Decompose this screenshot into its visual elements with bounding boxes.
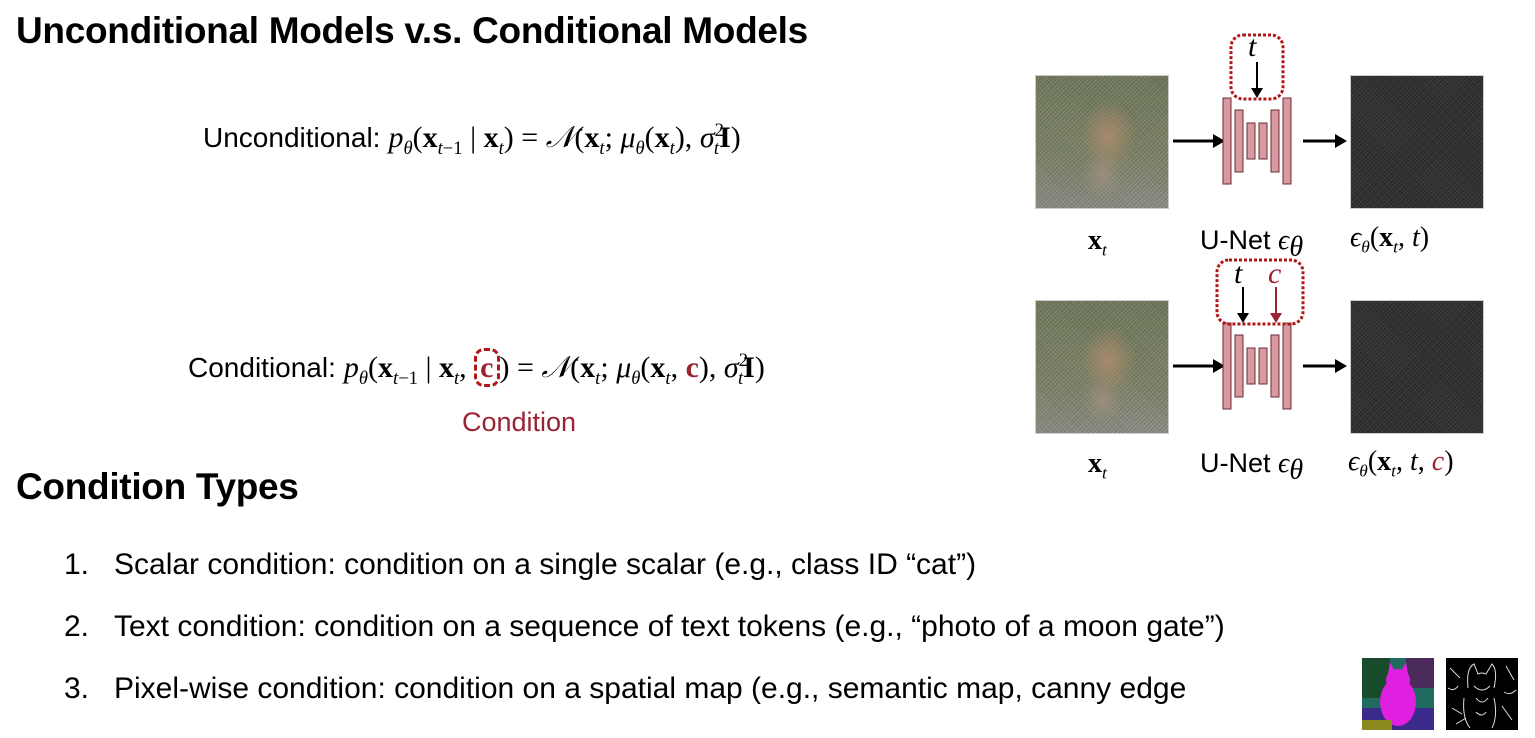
input-label-bottom: xt <box>1088 448 1107 483</box>
input-arrowhead <box>1213 134 1225 148</box>
unconditional-label: Unconditional: <box>203 122 381 153</box>
list-item-text: Pixel-wise condition: condition on a spa… <box>114 672 1187 705</box>
time-arrowhead <box>1251 88 1263 98</box>
condition-label: Condition <box>462 407 577 437</box>
condition-highlight-box: c <box>474 348 500 387</box>
noisy-cat-image <box>1035 75 1169 209</box>
semantic-map-thumbnail <box>1362 658 1434 730</box>
noise-image <box>1350 75 1484 209</box>
unet-icon <box>1222 97 1292 185</box>
conditional-formula: pθ(xt−1 | xt, c) = 𝒩(xt; μθ(xt, c), σ2tI… <box>343 348 765 389</box>
time-arrowhead <box>1237 313 1249 323</box>
unet-diagram-top <box>1173 33 1347 185</box>
list-item: 3. Pixel-wise condition: condition on a s… <box>64 672 1186 706</box>
list-item: 1. Scalar condition: condition on a singl… <box>64 548 976 582</box>
time-symbol-bottom: t <box>1234 257 1243 290</box>
conditional-label: Conditional: <box>188 352 336 383</box>
conditional-equation: Conditional: pθ(xt−1 | xt, c) = 𝒩(xt; μθ… <box>188 348 765 390</box>
noisy-cat-image-conditional <box>1035 300 1169 434</box>
list-item: 2. Text condition: condition on a sequenc… <box>64 610 1225 644</box>
condition-symbol-bottom: c <box>1268 257 1282 290</box>
unconditional-formula: pθ(xt−1 | xt) = 𝒩(xt; μθ(xt), σ2tI) <box>388 120 741 159</box>
list-item-text: Scalar condition: condition on a single … <box>114 548 977 581</box>
unet-label-top: U-Net ϵθ <box>1200 225 1304 263</box>
list-item-text: Text condition: condition on a sequence … <box>114 610 1225 643</box>
output-label-top: ϵθ(xt, t) <box>1350 222 1430 257</box>
unet-icon <box>1222 322 1292 410</box>
condition-types-list: 1. Scalar condition: condition on a singl… <box>64 548 1364 728</box>
output-label-bottom: ϵθ(xt, t, c) <box>1348 446 1454 481</box>
unet-diagram-bottom <box>1173 258 1347 410</box>
list-item-number: 1. <box>64 548 90 581</box>
input-arrowhead <box>1213 359 1225 373</box>
list-item-number: 3. <box>64 672 90 705</box>
page-title: Unconditional Models v.s. Conditional Mo… <box>16 10 808 51</box>
noise-image-conditional <box>1350 300 1484 434</box>
canny-edge-thumbnail <box>1446 658 1518 730</box>
condition-arrowhead <box>1270 313 1282 323</box>
output-arrowhead <box>1335 134 1347 148</box>
list-item-number: 2. <box>64 610 90 643</box>
time-condition-box <box>1229 33 1285 101</box>
section-title: Condition Types <box>16 466 299 507</box>
time-symbol-top: t <box>1248 30 1257 63</box>
time-and-condition-box <box>1215 258 1305 326</box>
output-arrowhead <box>1335 359 1347 373</box>
unet-label-bottom: U-Net ϵθ <box>1200 448 1304 486</box>
input-label-top: xt <box>1088 225 1107 260</box>
unconditional-equation: Unconditional: pθ(xt−1 | xt) = 𝒩(xt; μθ(… <box>203 120 741 160</box>
